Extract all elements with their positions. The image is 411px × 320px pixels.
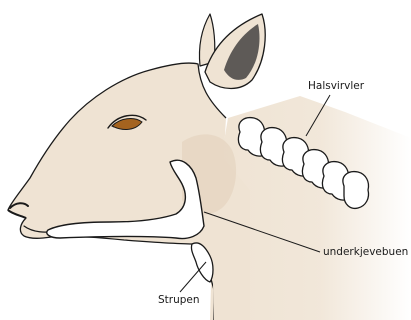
label-strupen: Strupen bbox=[158, 295, 200, 306]
leader-line-strupen bbox=[180, 262, 206, 292]
label-underkjevebuen: underkjevebuen bbox=[323, 247, 408, 258]
vertebra-6 bbox=[343, 172, 369, 209]
label-halsvirvler: Halsvirvler bbox=[308, 81, 364, 92]
